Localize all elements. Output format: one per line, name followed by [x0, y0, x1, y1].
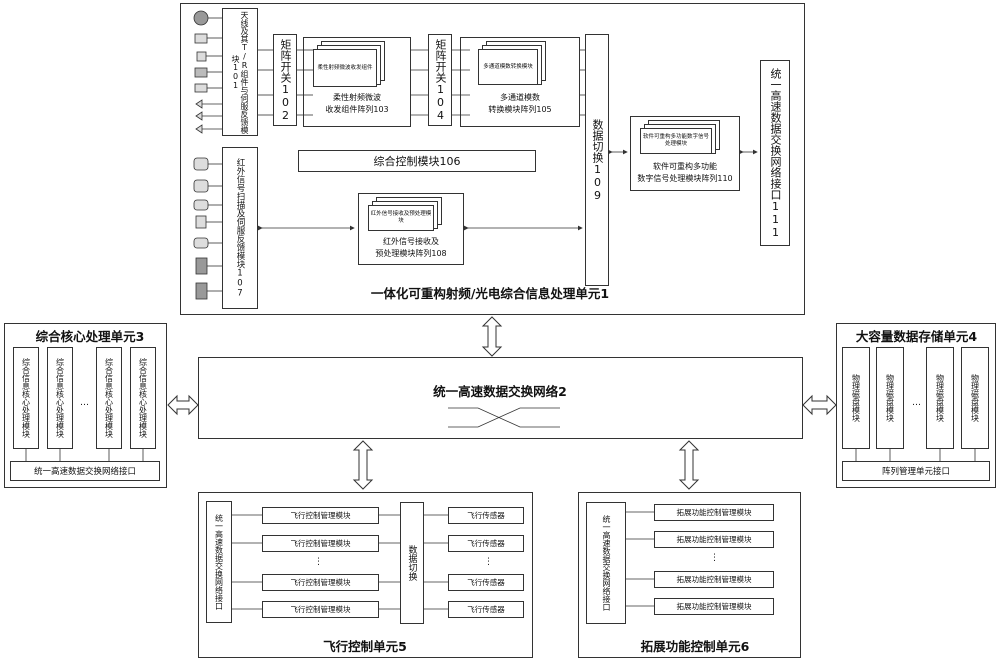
unit5-interface: 统一高速数据交换网络接口	[206, 501, 232, 623]
matrix-switch-104: 矩阵开关104	[428, 34, 452, 126]
data-switch-109: 数据切换109	[585, 34, 609, 286]
unit3-title: 综合核心处理单元3	[35, 329, 145, 344]
antenna-module: 天线及其T/R组件与伺服反馈模块101	[222, 8, 258, 136]
core-module: 综合信息核心处理模块	[130, 347, 156, 449]
ir-module-107: 红外信号扫描及伺服反馈模块107	[222, 147, 258, 309]
ext-mgmt-1: 拓展功能控制管理模块	[654, 504, 774, 521]
dsp-array-label: 软件可重构多功能 数字信号处理模块阵列110	[637, 162, 733, 183]
conv-array-105: 多通道模数转换模块 多通道模数 转换模块阵列105	[460, 37, 580, 127]
ir-array-108: 红外信号接收及预处理模块 红外信号接收及 预处理模块阵列108	[358, 193, 464, 265]
unit4-interface: 阵列管理单元接口	[842, 461, 990, 481]
unit6-title: 拓展功能控制单元6	[640, 639, 750, 654]
core-module: 综合信息核心处理模块	[13, 347, 39, 449]
rf-array-103: 柔性射频微波收发组件 柔性射频微波 收发组件阵列103	[303, 37, 411, 127]
dsp-array-inner-label: 软件可重构多功能数字信号处理模块	[640, 128, 712, 154]
control-module-106: 综合控制模块106	[298, 150, 536, 172]
flight-mgmt-1: 飞行控制管理模块	[262, 507, 379, 524]
flight-mgmt-2: 飞行控制管理模块	[262, 535, 379, 552]
flight-mgmt-3: 飞行控制管理模块	[262, 574, 379, 591]
flight-data-switch: 数据切换	[400, 502, 424, 624]
disk-dots: …	[912, 398, 921, 408]
ext-mgmt-2: 拓展功能控制管理模块	[654, 531, 774, 548]
flight-mgmt-4: 飞行控制管理模块	[262, 601, 379, 618]
ext-mgmt-3: 拓展功能控制管理模块	[654, 571, 774, 588]
core-module: 综合信息核心处理模块	[47, 347, 73, 449]
unit4-title: 大容量数据存储单元4	[855, 329, 978, 344]
disk-module: 物理磁盘模块	[961, 347, 989, 449]
ir-array-inner-label: 红外信号接收及预处理模块	[368, 205, 434, 231]
ext-mgmt-4: 拓展功能控制管理模块	[654, 598, 774, 615]
rf-array-inner-label: 柔性射频微波收发组件	[313, 49, 377, 87]
unit3-interface: 统一高速数据交换网络接口	[10, 461, 160, 481]
network-title: 统一高速数据交换网络2	[433, 384, 567, 399]
flight-sensor-1: 飞行传感器	[448, 507, 524, 524]
disk-module: 物理磁盘模块	[842, 347, 870, 449]
flight-sensor-3: 飞行传感器	[448, 574, 524, 591]
unit1-title: 一体化可重构射频/光电综合信息处理单元1	[370, 286, 610, 301]
flight-mgmt-dots: ⋮	[314, 557, 323, 567]
network-2	[198, 357, 803, 439]
flight-sensor-4: 飞行传感器	[448, 601, 524, 618]
ext-mgmt-dots: ⋮	[710, 553, 719, 563]
matrix-switch-102: 矩阵开关102	[273, 34, 297, 126]
disk-module: 物理磁盘模块	[876, 347, 904, 449]
ir-array-label: 红外信号接收及 预处理模块阵列108	[375, 237, 447, 258]
core-module: 综合信息核心处理模块	[96, 347, 122, 449]
unit6-interface: 统一高速数据交换网络接口	[586, 502, 626, 624]
core-dots: …	[80, 398, 89, 408]
rf-array-label: 柔性射频微波 收发组件阵列103	[325, 93, 389, 114]
network-interface-111: 统一高速数据交换网络接口111	[760, 60, 790, 246]
unit5-title: 飞行控制单元5	[323, 639, 407, 654]
disk-module: 物理磁盘模块	[926, 347, 954, 449]
conv-array-label: 多通道模数 转换模块阵列105	[488, 93, 552, 114]
flight-sensor-dots: ⋮	[484, 557, 493, 567]
flight-sensor-2: 飞行传感器	[448, 535, 524, 552]
conv-array-inner-label: 多通道模数转换模块	[478, 49, 538, 85]
dsp-array-110: 软件可重构多功能数字信号处理模块 软件可重构多功能 数字信号处理模块阵列110	[630, 116, 740, 191]
